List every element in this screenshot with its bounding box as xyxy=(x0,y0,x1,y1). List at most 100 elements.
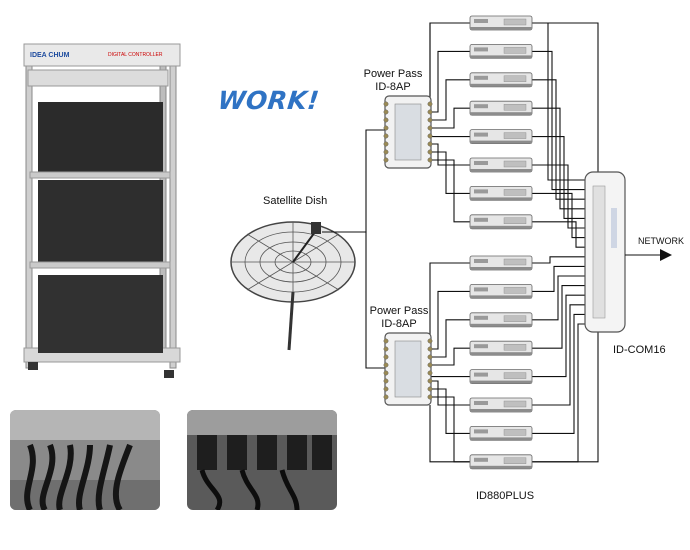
receiver-display xyxy=(474,344,488,349)
receiver-display xyxy=(474,217,488,222)
receiver-to-splitter-wire xyxy=(431,380,470,406)
receiver-display xyxy=(474,457,488,462)
receiver-to-splitter-wire xyxy=(431,50,470,113)
receiver-display xyxy=(474,132,488,137)
receiver-display xyxy=(474,259,488,263)
receiver-to-controller-wire xyxy=(532,136,585,219)
splitter-bottom-port xyxy=(383,362,389,368)
splitter-bottom-port xyxy=(427,370,433,376)
controller-rail xyxy=(592,185,606,319)
splitter-bottom-label-line2: ID-8AP xyxy=(381,318,417,330)
splitter-bottom-port xyxy=(427,354,433,360)
controller-label: ID-COM16 xyxy=(613,344,666,356)
receiver-to-splitter-wire xyxy=(431,290,470,350)
receiver-to-splitter-wire xyxy=(431,396,470,463)
receiver-to-controller-wire xyxy=(532,304,585,406)
receiver-display xyxy=(474,372,488,377)
receiver-base xyxy=(470,465,532,469)
receiver-buttons xyxy=(503,160,527,168)
receiver-to-controller-wire xyxy=(532,192,585,239)
receiver-base xyxy=(470,380,532,384)
splitter-top-port xyxy=(427,133,433,139)
splitter-top-port xyxy=(383,157,389,163)
splitter-bottom-port xyxy=(383,378,389,384)
receiver-base xyxy=(470,352,532,356)
receiver-base xyxy=(470,197,532,201)
splitter-top-port xyxy=(427,117,433,123)
splitter-bottom-panel xyxy=(394,340,422,398)
receiver-buttons xyxy=(503,457,527,464)
outer-loop-wire xyxy=(532,22,599,172)
receiver-to-controller-wire xyxy=(532,313,585,434)
splitter-top-port xyxy=(427,125,433,131)
receiver-buttons xyxy=(503,287,527,294)
receiver-base xyxy=(470,169,532,172)
receiver-to-controller-wire xyxy=(532,294,585,378)
receiver-to-splitter-wire xyxy=(431,143,470,166)
splitter-bottom-port xyxy=(427,378,433,384)
dish-to-top-splitter-wire xyxy=(322,129,385,233)
receiver-display xyxy=(474,75,488,80)
splitter-top-label-line2: ID-8AP xyxy=(375,81,411,93)
receiver-to-splitter-wire xyxy=(429,372,470,378)
receiver-cable-photo xyxy=(187,410,337,510)
receiver-to-splitter-wire xyxy=(431,107,470,129)
receiver-to-controller-wire xyxy=(532,256,585,264)
splitter-bottom-port xyxy=(427,394,433,400)
controller-logo xyxy=(611,208,617,248)
splitter-top-port xyxy=(427,141,433,147)
receiver-to-splitter-wire xyxy=(429,262,470,342)
splitter-top-port xyxy=(427,157,433,163)
splitter-bottom-port xyxy=(427,386,433,392)
receiver-to-controller-wire xyxy=(532,265,585,292)
splitter-bottom-port xyxy=(383,354,389,360)
outer-loop-wire xyxy=(532,332,599,463)
splitter-top-port xyxy=(383,109,389,115)
receiver-to-splitter-wire xyxy=(429,22,470,105)
receiver-buttons xyxy=(503,400,527,408)
receiver-base xyxy=(470,409,532,412)
splitter-top-port xyxy=(383,133,389,139)
splitter-top-port xyxy=(427,101,433,107)
splitter-bottom-port xyxy=(383,338,389,344)
receiver-buttons xyxy=(503,258,527,266)
splitter-bottom-label-line1: Power Pass xyxy=(369,305,429,317)
receiver-buttons xyxy=(503,429,527,436)
rack-tag: DIGITAL CONTROLLER xyxy=(108,52,163,58)
splitter-bottom-port xyxy=(427,346,433,352)
receiver-to-splitter-wire xyxy=(431,388,470,434)
receiver-buttons xyxy=(503,315,527,322)
dish-to-bottom-splitter-wire xyxy=(322,231,385,369)
receiver-display xyxy=(474,429,488,434)
receiver-to-splitter-wire xyxy=(431,347,470,366)
receiver-display xyxy=(474,401,488,405)
splitter-bottom-port xyxy=(427,338,433,344)
receiver-buttons xyxy=(503,344,527,351)
rack-photo xyxy=(23,43,181,378)
splitter-top-panel xyxy=(394,103,422,161)
receiver-buttons xyxy=(503,132,527,139)
receiver-buttons xyxy=(503,47,527,54)
receiver-buttons xyxy=(503,372,527,379)
receiver-base xyxy=(470,55,532,59)
receiver-base xyxy=(470,27,532,30)
receiver-display xyxy=(474,287,488,292)
receiver-buttons xyxy=(503,18,527,26)
outer-loop-wire xyxy=(429,22,470,96)
splitter-top-port xyxy=(427,109,433,115)
splitter-bottom-port xyxy=(383,394,389,400)
receiver-display xyxy=(474,19,488,23)
receiver-display xyxy=(474,161,488,165)
receiver-base xyxy=(470,140,532,144)
splitter-top-port xyxy=(383,141,389,147)
receiver-to-splitter-wire xyxy=(431,319,470,358)
splitter-bottom-port xyxy=(383,370,389,376)
receiver-to-splitter-wire xyxy=(429,135,470,138)
receiver-base xyxy=(470,267,532,270)
receiver-to-controller-wire xyxy=(532,79,585,200)
receiver-base xyxy=(470,437,532,441)
receiver-label: ID880PLUS xyxy=(476,490,535,502)
receiver-base xyxy=(470,112,532,116)
